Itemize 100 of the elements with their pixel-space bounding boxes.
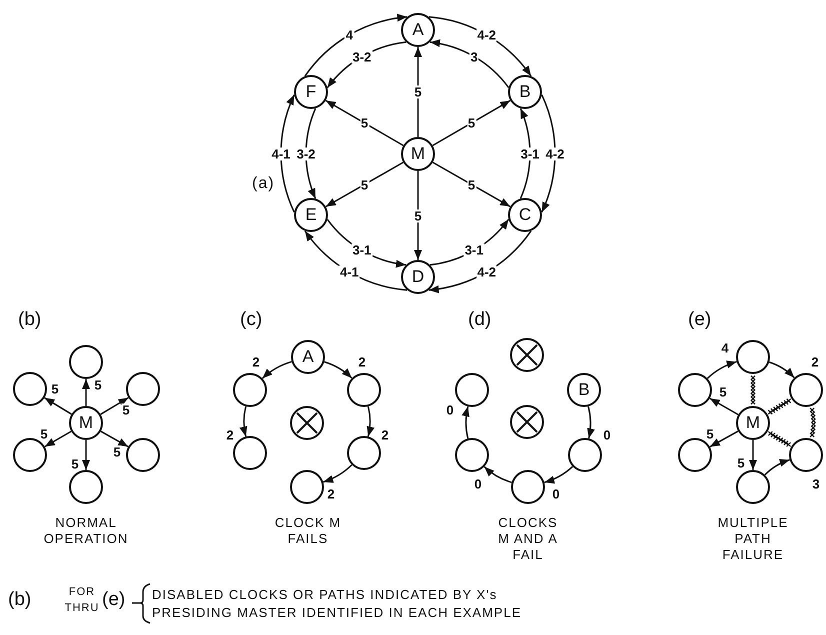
failed-clock-symbol (290, 406, 324, 440)
edge-label: 0 (473, 478, 483, 490)
arrow (325, 162, 404, 208)
edge-label: 5 (705, 428, 715, 440)
clock-node: M (736, 406, 770, 440)
disabled-path (810, 408, 816, 438)
clock-circle (568, 438, 602, 472)
clock-circle (678, 373, 712, 407)
clock-node: B (508, 75, 542, 109)
edge-label: 3-1 (464, 244, 484, 257)
note-text: FOR (68, 586, 96, 598)
edge-label: 4-2 (476, 28, 497, 42)
clock-node: C (508, 198, 542, 232)
edge-label: 5 (466, 116, 476, 130)
clock-circle (290, 470, 324, 504)
clock-node: B (567, 373, 601, 407)
edge-label: 2 (380, 428, 390, 442)
clock-node: M (401, 137, 435, 171)
arrow (44, 397, 72, 415)
edge-label: 3 (811, 478, 821, 490)
clock-circle (789, 438, 823, 472)
edge-label: 5 (360, 178, 370, 191)
edge-label: 3-1 (520, 147, 540, 160)
clock-circle (455, 373, 489, 407)
arrow (322, 464, 352, 483)
clock-circle (736, 340, 770, 374)
edge-label: 5 (413, 86, 423, 98)
arrow (82, 440, 90, 470)
panel-label: (a) (252, 176, 275, 192)
edge-label: 5 (413, 209, 423, 222)
clock-circle (347, 436, 381, 470)
edge-label: 5 (466, 178, 476, 191)
note-text: DISABLED CLOCKS OR PATHS INDICATED BY X's (152, 587, 498, 603)
panel-caption: MULTIPLE PATH FAILURE (716, 515, 790, 563)
arrow (240, 406, 248, 437)
disabled-path (768, 430, 792, 448)
clock-circle (126, 438, 160, 472)
edge-label: 0 (602, 428, 612, 442)
arrow (414, 47, 422, 137)
failed-clock-symbol (510, 405, 544, 439)
arrow (100, 397, 129, 415)
clock-circle (678, 438, 712, 472)
arrow (428, 230, 532, 293)
arrow (749, 440, 757, 470)
clock-circle (789, 373, 823, 407)
panel-caption: CLOCK M FAILS (274, 515, 342, 547)
arrow (44, 430, 72, 448)
clock-circle (736, 470, 770, 504)
clock-node: A (291, 340, 325, 374)
arrow (414, 171, 422, 260)
arrow (305, 108, 316, 199)
arrow (432, 162, 511, 208)
arrow (262, 360, 292, 379)
arrow (710, 430, 738, 448)
arrow (304, 230, 408, 291)
arrow (100, 430, 129, 448)
clock-circle (511, 470, 545, 504)
edge-label: 5 (50, 382, 60, 396)
edge-label: 2 (326, 488, 336, 500)
edge-label: 3-1 (352, 244, 372, 257)
arrow (768, 361, 795, 378)
edge-label: 0 (445, 404, 455, 416)
panel-caption: NORMAL OPERATION (42, 515, 130, 547)
arrow (484, 466, 512, 484)
edge-label: 4-2 (544, 147, 566, 160)
edge-label: 5 (736, 456, 746, 470)
panel-caption: CLOCKS M AND A FAIL (497, 515, 559, 563)
edge-label: 4-2 (476, 266, 497, 279)
clock-node: E (294, 198, 328, 232)
edge-label: 4-1 (338, 266, 360, 279)
edge-label: 5 (93, 378, 103, 392)
arrow (544, 466, 574, 484)
arrow (82, 379, 90, 406)
disabled-path (750, 375, 756, 405)
edge-label: 5 (718, 386, 728, 398)
arrow (428, 16, 532, 76)
clock-circle (69, 345, 103, 379)
clock-node: A (401, 13, 435, 47)
clock-circle (13, 438, 47, 472)
arrow (706, 360, 737, 379)
panel-label: (c) (240, 312, 262, 328)
edge-label: 3-2 (296, 147, 316, 160)
arrow (541, 94, 556, 212)
arrow (324, 361, 352, 379)
edge-label: 2 (225, 428, 235, 442)
failed-clock-symbol (510, 338, 544, 372)
edge-label: 4-1 (270, 147, 292, 160)
panel-label: (e) (688, 312, 712, 328)
edge-label: 5 (39, 428, 49, 440)
clock-node: D (401, 260, 435, 294)
arrow (462, 406, 470, 439)
arrow (325, 100, 404, 146)
disabled-path (768, 398, 792, 415)
arrow (764, 459, 790, 476)
clock-circle (455, 438, 489, 472)
clock-circle (233, 373, 267, 407)
edge-label: 5 (121, 404, 131, 416)
edge-label: 3-2 (352, 50, 372, 64)
note-text: PRESIDING MASTER IDENTIFIED IN EACH EXAMPLE (152, 605, 522, 621)
note-text: (b) (8, 592, 32, 608)
